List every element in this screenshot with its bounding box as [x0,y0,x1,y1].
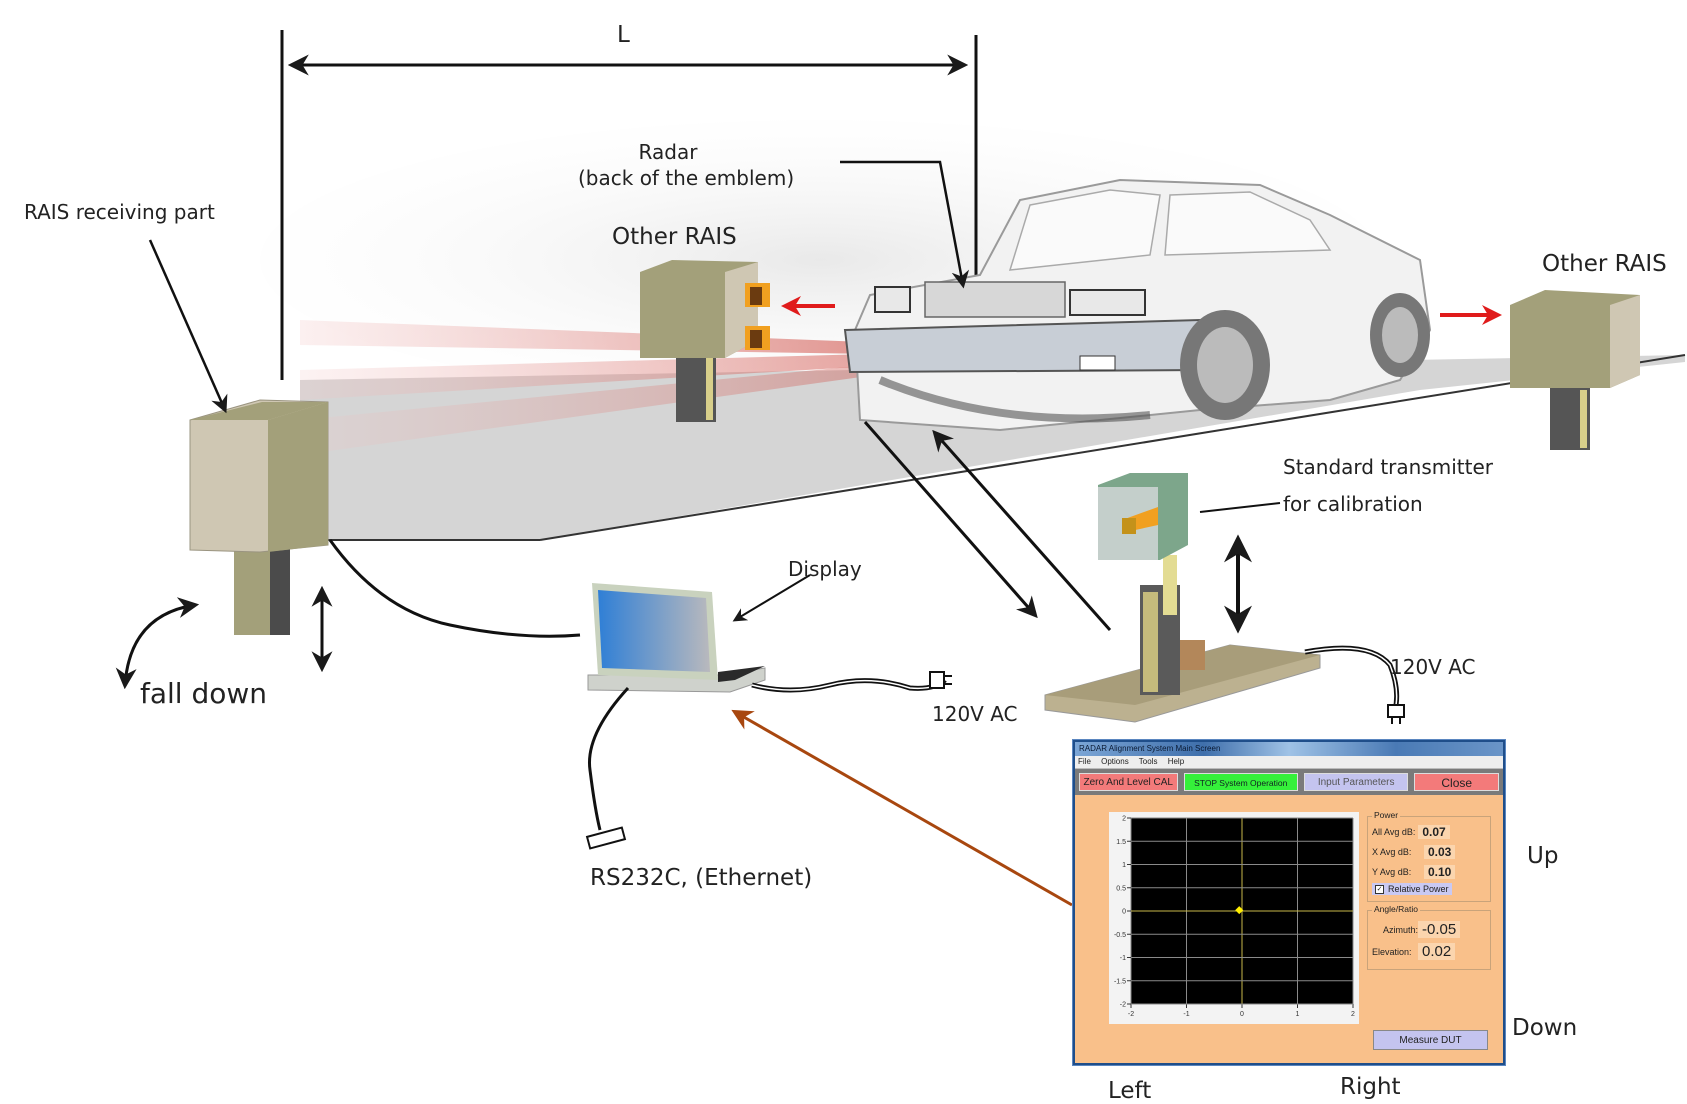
display-label: Display [788,557,862,581]
x-avg-row: X Avg dB: 0.03 [1372,845,1456,859]
menu-options[interactable]: Options [1101,757,1129,766]
other-rais-unit-left [640,260,770,422]
ac-laptop-label: 120V AC [932,702,1018,726]
stop-system-button[interactable]: STOP System Operation [1183,773,1298,791]
elevation-value: 0.02 [1418,943,1456,960]
azimuth-value: -0.05 [1418,921,1461,938]
y-tick-label: -1.5 [1114,978,1126,985]
standard-transmitter [1044,473,1321,723]
x-avg-label: X Avg dB: [1372,847,1412,857]
rais-to-laptop-cable [328,539,581,638]
radar-label-line2: (back of the emblem) [578,166,795,190]
x-tick-label: 1 [1296,1011,1300,1018]
car [843,178,1432,432]
y-tick-label: 1 [1122,862,1126,869]
transmitter-pointer-line [1199,502,1281,513]
menu-bar: File Options Tools Help [1075,756,1503,769]
ac-transmitter-label: 120V AC [1390,655,1476,679]
toolbar: Zero And Level CAL STOP System Operation… [1075,769,1503,795]
down-label: Down [1512,1015,1578,1041]
app-to-display-arrow [731,709,1073,907]
rs232-cable [587,686,630,831]
arrow-transmitter-to-car [932,429,1112,631]
rais-receiving-label: RAIS receiving part [24,200,215,224]
relative-power-checkbox[interactable]: ✓ Relative Power [1372,883,1452,895]
y-tick-label: 0.5 [1116,885,1126,892]
y-avg-row: Y Avg dB: 0.10 [1372,865,1456,879]
radar-pointer-arrow [840,160,970,289]
y-tick-label: -0.5 [1114,932,1126,939]
floor-edge [539,354,1686,541]
plug-icon-laptop [929,671,952,689]
menu-tools[interactable]: Tools [1138,757,1158,766]
x-tick-label: -1 [1183,1011,1189,1018]
arrow-car-to-transmitter [863,421,1038,619]
rais-receiving-unit [189,399,329,635]
y-avg-value: 0.10 [1424,865,1456,879]
radar-alignment-window: RADAR Alignment System Main Screen File … [1073,740,1505,1065]
menu-help[interactable]: Help [1167,757,1185,766]
zero-level-cal-button[interactable]: Zero And Level CAL [1079,773,1178,791]
plug-icon-transmitter [1387,704,1405,724]
measure-dut-button[interactable]: Measure DUT [1373,1030,1488,1050]
y-tick-label: 2 [1122,816,1126,823]
menu-file[interactable]: File [1078,757,1091,766]
y-tick-label: 0 [1122,909,1126,916]
angle-group: Angle/Ratio Azimuth: -0.05 Elevation: 0.… [1367,904,1491,970]
right-label: Right [1340,1074,1401,1100]
standard-transmitter-label-line1: Standard transmitter [1283,455,1494,479]
rais-receiving-pointer-arrow [148,239,228,414]
other-rais-left-label: Other RAIS [612,224,737,250]
y-avg-label: Y Avg dB: [1372,867,1412,877]
left-label: Left [1108,1078,1152,1104]
window-title: RADAR Alignment System Main Screen [1075,742,1503,756]
power-group-title: Power [1372,810,1401,820]
transmitter-power-cable-highlight [1304,647,1398,711]
y-tick-label: -2 [1120,1002,1126,1009]
alignment-plot: -2 -1 0 1 2 2 1.5 1 0.5 0 -0.5 -1 -1.5 -2 [1109,812,1359,1024]
y-tick-label: -1 [1120,955,1126,962]
up-label: Up [1527,843,1559,869]
fall-down-label: fall down [140,677,268,710]
x-tick-label: 0 [1240,1011,1244,1018]
alignment-plot-svg: -2 -1 0 1 2 2 1.5 1 0.5 0 -0.5 -1 -1.5 -2 [1114,816,1355,1019]
azimuth-label: Azimuth: [1382,924,1418,935]
checkbox-check-icon[interactable]: ✓ [1375,884,1384,894]
x-tick-label: 2 [1351,1011,1355,1018]
fall-down-arrow [115,597,200,690]
laptop-power-cable-highlight [751,679,946,691]
all-avg-value: 0.07 [1418,825,1450,839]
elevation-row: Elevation: 0.02 [1372,943,1456,960]
radar-beams [300,320,940,455]
input-parameters-button[interactable]: Input Parameters [1303,773,1409,791]
power-group: Power All Avg dB: 0.07 X Avg dB: 0.03 Y … [1367,810,1491,902]
all-avg-label: All Avg dB: [1372,827,1416,837]
angle-group-title: Angle/Ratio [1372,904,1420,914]
data-point [1235,906,1244,915]
azimuth-row: Azimuth: -0.05 [1372,921,1461,938]
rs232-label: RS232C, (Ethernet) [590,865,813,891]
radar-label-line1: Radar [638,140,698,164]
other-rais-unit-right [1510,290,1640,450]
rs232-connector-icon [585,826,627,850]
distance-label: L [617,22,630,48]
laptop [587,583,766,693]
elevation-label: Elevation: [1372,946,1412,957]
standard-transmitter-label-line2: for calibration [1283,492,1423,516]
relative-power-label: Relative Power [1388,884,1449,894]
x-avg-value: 0.03 [1424,845,1456,859]
y-tick-label: 1.5 [1116,839,1126,846]
display-pointer-arrow [732,574,811,622]
x-tick-label: -2 [1128,1011,1134,1018]
other-rais-right-label: Other RAIS [1542,251,1667,277]
close-button[interactable]: Close [1414,773,1499,791]
all-avg-row: All Avg dB: 0.07 [1372,825,1450,839]
